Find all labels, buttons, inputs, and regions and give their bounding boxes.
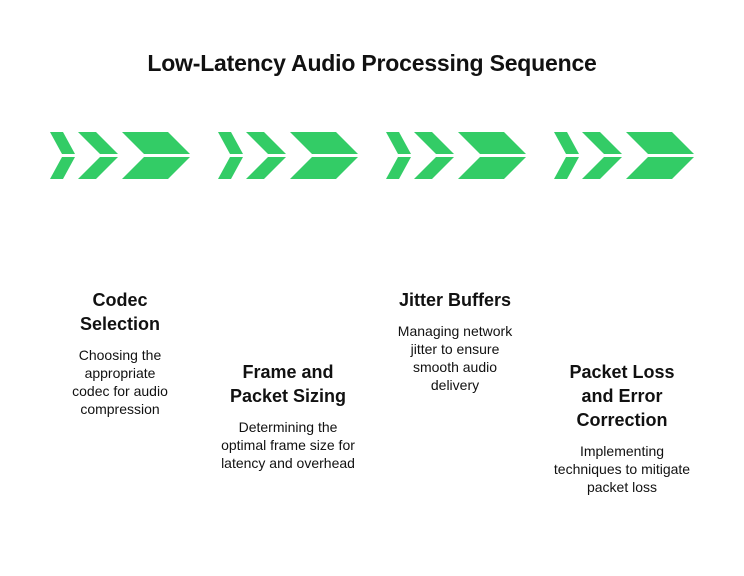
chevron-arrow-icon bbox=[582, 157, 622, 179]
chevron-arrow-icon bbox=[50, 157, 75, 179]
chevron-arrow-icon bbox=[246, 132, 286, 154]
chevron-arrow-icon bbox=[218, 157, 243, 179]
chevron-arrow-icon bbox=[218, 132, 243, 154]
chevron-arrow-icon bbox=[290, 132, 358, 154]
chevron-arrow-icon bbox=[386, 132, 411, 154]
step-description: Managing network jitter to ensure smooth… bbox=[397, 323, 513, 393]
chevron-arrow-icon bbox=[122, 157, 190, 179]
chevron-arrow-icon bbox=[78, 132, 118, 154]
chevron-arrow-icon bbox=[78, 157, 118, 179]
chevron-arrow-icon bbox=[246, 157, 286, 179]
chevron-arrow-icon bbox=[582, 132, 622, 154]
step-3-chevron-group bbox=[386, 132, 526, 179]
chevron-arrow-icon bbox=[554, 157, 579, 179]
chevron-arrow-icon bbox=[554, 132, 579, 154]
chevron-arrow-icon bbox=[122, 132, 190, 154]
step-3: Jitter Buffers Managing network jitter t… bbox=[375, 288, 535, 394]
chevron-arrow-icon bbox=[414, 157, 454, 179]
chevron-arrow-icon bbox=[290, 157, 358, 179]
chevron-arrow-icon bbox=[626, 132, 694, 154]
step-description: Determining the optimal frame size for l… bbox=[221, 419, 355, 471]
step-2-chevron-group bbox=[218, 132, 358, 179]
diagram-title: Low-Latency Audio Processing Sequence bbox=[147, 50, 597, 76]
step-4-chevron-group bbox=[554, 132, 694, 179]
step-title: Jitter Buffers bbox=[398, 290, 512, 310]
chevron-arrow-icon bbox=[414, 132, 454, 154]
chevron-arrow-icon bbox=[386, 157, 411, 179]
step-1-chevron-group bbox=[50, 132, 190, 179]
chevron-arrow-icon bbox=[458, 157, 526, 179]
step-description: Implementing techniques to mitigate pack… bbox=[553, 443, 691, 495]
chevron-arrow-icon bbox=[50, 132, 75, 154]
chevron-arrow-icon bbox=[458, 132, 526, 154]
chevron-arrow-icon bbox=[626, 157, 694, 179]
step-description: Choosing the appropriate codec for audio… bbox=[72, 347, 168, 417]
